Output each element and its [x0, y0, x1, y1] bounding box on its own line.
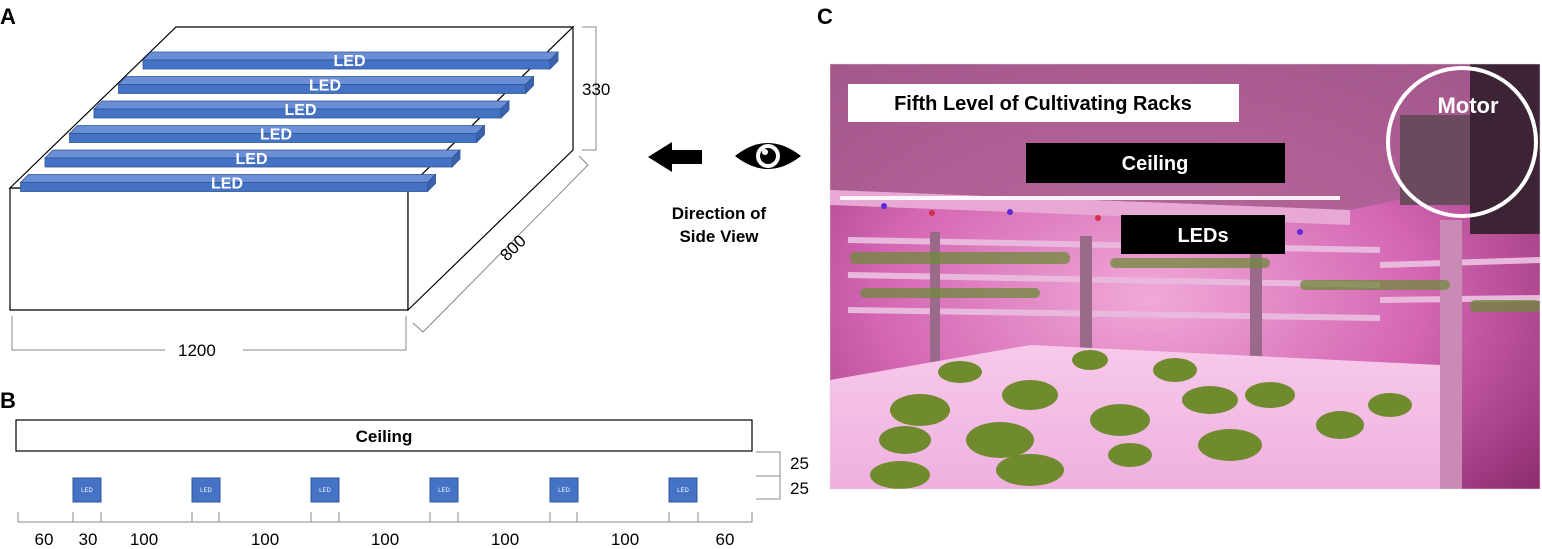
led-bar-6: LED — [19, 173, 437, 193]
led-square-label: LED — [200, 488, 212, 494]
height-bracket — [582, 26, 597, 151]
spacing-dim-4: 100 — [251, 530, 279, 549]
led-bar-3: LED — [93, 100, 510, 119]
spacing-dim-5: 100 — [371, 530, 399, 549]
led-square-5 — [549, 477, 579, 503]
led-bars-3d: LED LED LED LED LED LED — [19, 51, 559, 193]
leds-photo-box — [1121, 215, 1285, 254]
led-bar-label: LED — [309, 78, 341, 95]
led-square-label: LED — [319, 488, 331, 494]
gap-bracket-2 — [756, 475, 781, 500]
ceiling-label: Ceiling — [356, 427, 413, 446]
box-front-face — [9, 187, 409, 311]
farm-photo — [830, 64, 1540, 489]
dim-width-label: 1200 — [178, 341, 216, 360]
ceiling-photo-box — [1026, 143, 1285, 183]
dim-height-label: 330 — [582, 80, 610, 99]
panel-label-a: A — [0, 4, 16, 29]
led-square-label: LED — [81, 488, 93, 494]
spacing-brackets — [17, 512, 753, 523]
spacing-dim-2: 30 — [79, 530, 98, 549]
led-bar-label: LED — [211, 176, 243, 193]
led-bar-2: LED — [117, 75, 535, 95]
led-square-4 — [429, 477, 459, 503]
led-square-2 — [191, 477, 221, 503]
panel-label-b: B — [0, 388, 16, 413]
motor-highlight-circle — [1386, 66, 1538, 218]
led-side-view-row: LED LED LED LED LED LED — [72, 477, 698, 503]
gap-bracket-1 — [756, 451, 781, 477]
depth-bracket — [412, 155, 589, 333]
title-label: Fifth Level of Cultivating Racks — [894, 93, 1192, 115]
led-square-label: LED — [677, 488, 689, 494]
spacing-dim-8: 60 — [716, 530, 735, 549]
rack-box-3d — [8, 25, 575, 312]
spacing-dim-6: 100 — [491, 530, 519, 549]
spacing-dim-1: 60 — [35, 530, 54, 549]
spacing-dims: 60 30 100 100 100 100 100 60 — [35, 530, 735, 549]
gap-dim-1: 25 — [790, 454, 809, 473]
spacing-dim-7: 100 — [611, 530, 639, 549]
title-label-box — [848, 84, 1239, 122]
side-view-caption-line1: Direction of — [672, 204, 767, 223]
led-bar-5: LED — [44, 149, 461, 168]
led-square-label: LED — [558, 488, 570, 494]
ceiling-box — [15, 419, 753, 452]
panel-label-c: C — [817, 4, 833, 29]
led-bar-1: LED — [142, 51, 559, 70]
spacing-dim-3: 100 — [130, 530, 158, 549]
eye-icon — [735, 143, 801, 169]
led-bar-label: LED — [334, 53, 366, 70]
led-square-1 — [72, 477, 102, 503]
width-bracket — [11, 316, 407, 351]
motor-label: Motor — [1437, 93, 1499, 118]
led-square-6 — [668, 477, 698, 503]
photo-frame — [829, 63, 1541, 490]
led-square-3 — [310, 477, 340, 503]
ceiling-photo-label: Ceiling — [1122, 153, 1189, 175]
led-bar-label: LED — [285, 102, 317, 119]
dim-depth-label: 800 — [496, 231, 529, 264]
led-bar-4: LED — [68, 124, 486, 144]
led-square-label: LED — [438, 488, 450, 494]
led-bar-label: LED — [236, 151, 268, 168]
leds-photo-label: LEDs — [1177, 225, 1228, 247]
left-arrow-icon — [648, 142, 702, 172]
gap-dim-2: 25 — [790, 479, 809, 498]
led-bar-label: LED — [260, 127, 292, 144]
side-view-caption-line2: Side View — [679, 227, 759, 246]
